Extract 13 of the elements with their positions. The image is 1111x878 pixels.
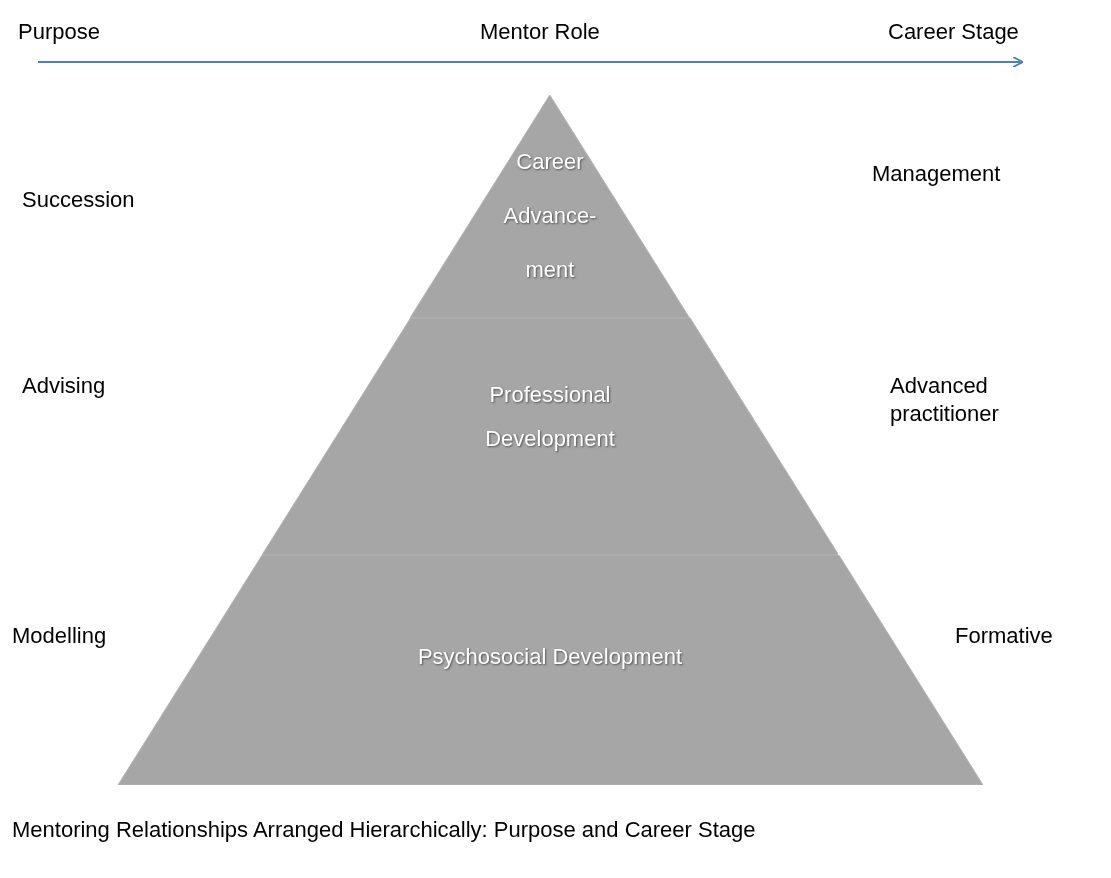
axis-label: Career Stage xyxy=(888,18,1019,46)
tier-label: Professional Development xyxy=(484,381,616,453)
purpose-label: Modelling xyxy=(12,622,107,650)
stage-label: Formative xyxy=(955,622,1053,650)
purpose-label: Succession xyxy=(22,186,135,214)
purpose-label: Advising xyxy=(22,372,106,400)
stage-label: Advanced practitioner xyxy=(890,372,1000,428)
axis-label: Mentor Role xyxy=(480,18,600,46)
axis-label: Purpose xyxy=(18,18,100,46)
tier-label: Career Advance- ment xyxy=(502,148,598,284)
tier-label: Psychosocial Development xyxy=(416,643,684,671)
stage-label: Management xyxy=(872,160,1001,188)
caption: Mentoring Relationships Arranged Hierarchically: Purpose and Career Stage xyxy=(12,816,756,844)
